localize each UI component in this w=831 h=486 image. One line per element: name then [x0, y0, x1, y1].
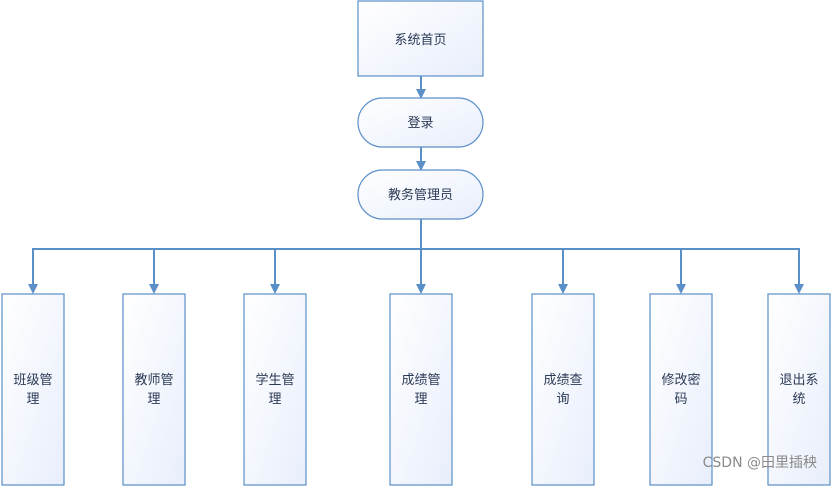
node-root: 系统首页: [357, 0, 484, 77]
module-2-label-line-1: 教师管: [134, 372, 173, 388]
node-root-label: 系统首页: [394, 33, 446, 48]
module-2: 教师管 理: [122, 293, 186, 486]
module-5: 成绩查 询: [531, 293, 595, 486]
module-5-label-line-1: 成绩查: [543, 373, 582, 388]
module-4-label-line-1: 成绩管: [401, 373, 440, 388]
watermark: CSDN @田里插秧: [702, 455, 817, 471]
module-3-label-line-1: 学生管: [255, 372, 294, 388]
module-3-label-line-2: 理: [268, 392, 281, 407]
module-6: 修改密 码: [649, 293, 713, 486]
node-admin-label: 教务管理员: [388, 187, 453, 203]
module-1: 班级管 理: [1, 293, 65, 486]
module-1-label-line-2: 理: [26, 392, 39, 407]
module-5-label-line-2: 询: [556, 392, 569, 407]
module-3: 学生管 理: [243, 293, 307, 486]
module-1-label-line-1: 班级管: [13, 373, 52, 388]
module-2-label-line-2: 理: [147, 392, 160, 407]
module-6-label-line-1: 修改密: [661, 372, 700, 388]
node-admin: 教务管理员: [357, 169, 484, 220]
module-7: 退出系 统: [767, 293, 831, 486]
module-4: 成绩管 理: [389, 293, 453, 486]
module-7-label-line-1: 退出系: [779, 373, 818, 388]
node-login: 登录: [357, 97, 484, 148]
module-4-label-line-2: 理: [414, 392, 427, 407]
module-7-label-line-2: 统: [792, 392, 805, 407]
node-login-label: 登录: [407, 116, 433, 131]
module-6-label-line-2: 码: [674, 392, 687, 407]
connectors: [28, 76, 804, 294]
